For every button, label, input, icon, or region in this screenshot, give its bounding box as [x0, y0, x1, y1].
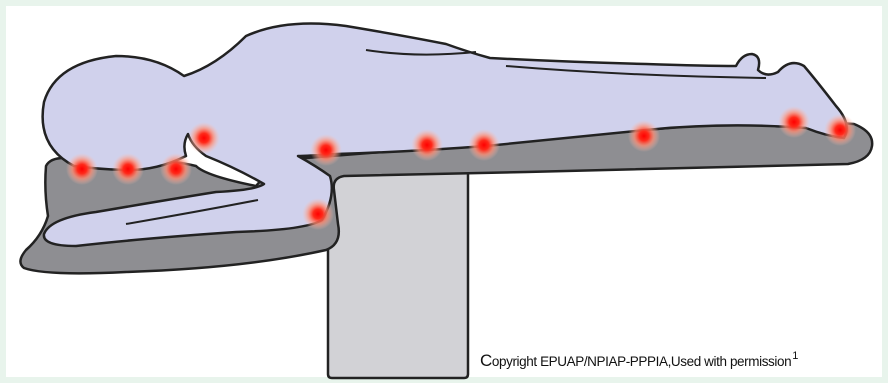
- pressure-point-chin: [160, 153, 192, 185]
- prone-position-illustration: [6, 6, 888, 389]
- pressure-point-elbow: [302, 198, 334, 230]
- pressure-point-knee: [628, 120, 660, 152]
- pressure-point-chest: [310, 134, 342, 166]
- copyright-text: opyright EPUAP/NPIAP-PPPIA,Used with per…: [492, 354, 791, 369]
- pressure-point-cheek: [112, 153, 144, 185]
- table-pedestal: [328, 172, 468, 378]
- pressure-point-toes: [824, 114, 856, 146]
- copyright-first-letter: C: [480, 351, 492, 370]
- pressure-point-breast: [411, 129, 443, 161]
- pressure-point-iliac: [468, 129, 500, 161]
- pressure-point-forehead: [66, 153, 98, 185]
- copyright-caption: Copyright EPUAP/NPIAP-PPPIA,Used with pe…: [480, 350, 798, 371]
- pressure-point-shin: [778, 106, 810, 138]
- copyright-superscript: 1: [792, 350, 798, 362]
- pressure-point-shoulder: [188, 122, 220, 154]
